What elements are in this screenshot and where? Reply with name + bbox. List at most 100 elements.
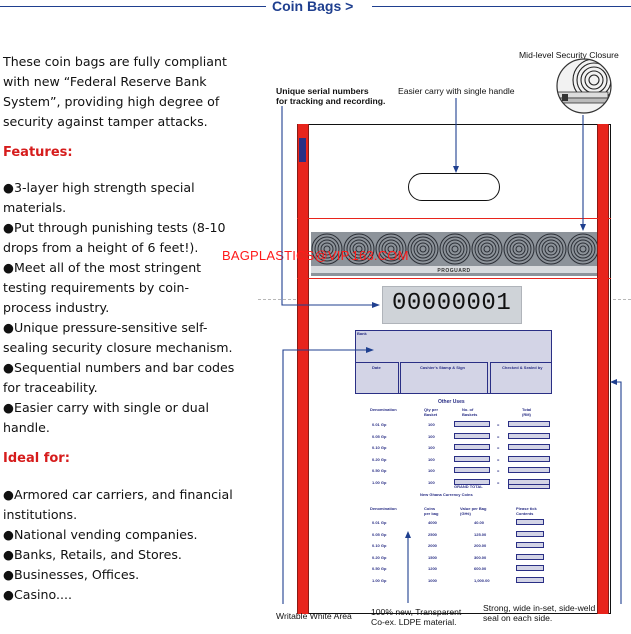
page-title[interactable]: Coin Bags > <box>272 0 354 14</box>
coin-row-tick-cell <box>516 576 544 583</box>
feature-line: for traceability. <box>3 380 98 395</box>
strip-brand-text: PROGUARD <box>437 268 470 274</box>
coin-row-denom: 0.10 Gp <box>372 543 387 548</box>
swirl-ring <box>381 239 401 259</box>
coin-row-denom: 0.50 Gp <box>372 566 387 571</box>
callout-weld-line1: Strong, wide in-set, side-weld <box>483 603 596 613</box>
other-row-denom: 0.20 Gp <box>372 456 387 462</box>
feature-line: process industry. <box>3 300 110 315</box>
feature-line: ●Sequential numbers and bar codes <box>3 360 235 375</box>
coin-row-value: 200.00 <box>474 543 487 548</box>
intro-line: with new “Federal Reserve Bank <box>3 74 207 89</box>
other-row-equals: = <box>497 422 500 427</box>
writable-leader-line <box>282 349 370 604</box>
other-row-qty: 100 <box>428 445 435 450</box>
coin-row-coins: 1200 <box>428 566 437 571</box>
closure-bottom-line <box>297 278 611 279</box>
swirl-ring <box>506 236 532 262</box>
swirl-ring <box>547 245 555 253</box>
other-row-total-cell <box>508 421 550 427</box>
swirl-ring <box>535 233 567 265</box>
weld-arrow-head <box>610 379 617 385</box>
closure-arrow-head <box>580 224 586 231</box>
bank-label: Bank <box>357 331 367 336</box>
coin-row-coins: 2000 <box>428 543 437 548</box>
other-row-denom: 1.00 Gp <box>372 479 387 485</box>
serial-number: 00000001 <box>392 290 512 317</box>
swirl-ring <box>320 242 334 256</box>
ideal-line: ●Businesses, Offices. <box>3 567 140 582</box>
swirl-ring <box>384 242 398 256</box>
intro-line: security against tamper attacks. <box>3 114 208 129</box>
other-row-baskets-cell <box>454 444 490 450</box>
coin-header-value: Value per Bag (GH¢) <box>460 506 487 516</box>
left-weld-seal-stripe <box>297 124 309 614</box>
feature-line: materials. <box>3 200 67 215</box>
header-rule-left <box>0 6 266 7</box>
serial-number-box <box>382 286 522 324</box>
other-row-qty: 100 <box>428 433 435 439</box>
other-row-denom: 0.01 Gp <box>372 422 387 427</box>
ideal-line: ●Casino.... <box>3 587 73 602</box>
other-row-baskets-cell <box>454 467 490 473</box>
swirl-ring <box>375 233 407 265</box>
swirl-ring <box>474 236 500 262</box>
swirl-ring <box>567 233 597 265</box>
writable-arrow-head <box>366 347 374 353</box>
coin-row-denom: 0.05 Gp <box>372 531 387 537</box>
other-row-denom: 0.50 Gp <box>372 468 387 473</box>
swirl-ring <box>323 245 331 253</box>
feature-line: testing requirements by coin- <box>3 280 190 295</box>
other-row-total-cell <box>508 467 550 473</box>
callout-serial-line2: for tracking and recording. <box>276 96 386 106</box>
checked-label: Checked & Sealed by <box>502 365 543 370</box>
other-header-denom: Denomination <box>370 407 397 412</box>
header-rule-right <box>372 6 631 7</box>
coin-row-value: 600.00 <box>474 566 487 571</box>
other-header-baskets: No. of Baskets <box>462 407 478 417</box>
coin-header-tick: Please tick Contents <box>516 506 537 516</box>
coin-row-coins: 2500 <box>428 531 437 537</box>
swirl-ring <box>355 245 363 253</box>
swirl-ring <box>515 245 523 253</box>
callout-transparent-line1: 100% new, Transparent <box>371 607 462 617</box>
feature-line: sealing security closure mechanism. <box>3 340 233 355</box>
swirl-ring <box>576 242 590 256</box>
other-row-equals: = <box>497 445 500 450</box>
swirl-ring <box>512 242 526 256</box>
bag-handle-cutout <box>408 173 500 201</box>
date-label: Date <box>372 365 381 370</box>
coin-row-denom: 1.00 Gp <box>372 577 387 583</box>
other-row-total-cell <box>508 444 550 450</box>
cashier-label: Cashier's Stamp & Sign <box>420 365 465 370</box>
swirl-ring <box>573 239 593 259</box>
swirl-ring <box>448 242 462 256</box>
feature-line: ●Put through punishing tests (8-10 <box>3 220 226 235</box>
watermark-email: BAGPLASTICS@VIP.163.COM <box>222 248 409 263</box>
ideal-for-heading: Ideal for: <box>3 451 70 466</box>
features-list: ●3-layer high strength special materials… <box>3 178 253 438</box>
coin-row-tick-cell <box>516 530 544 537</box>
other-row-total-cell <box>508 432 550 439</box>
swirl-ring <box>314 236 340 262</box>
swirl-ring <box>419 245 427 253</box>
feature-line: ●Easier carry with single or dual <box>3 400 209 415</box>
other-row-equals: = <box>497 456 500 462</box>
other-row-denom: 0.05 Gp <box>372 433 387 439</box>
swirl-ring <box>317 239 337 259</box>
feature-line: handle. <box>3 420 50 435</box>
swirl-ring <box>378 236 404 262</box>
swirl-ring <box>343 233 375 265</box>
other-row-baskets-cell <box>454 478 490 485</box>
security-closure-strip: PROGUARD <box>311 232 597 276</box>
ideal-line: ●Banks, Retails, and Stores. <box>3 547 182 562</box>
swirl-ring <box>477 239 497 259</box>
swirl-ring <box>541 239 561 259</box>
callout-mid-level-closure: Mid-level Security Closure <box>519 50 619 60</box>
coin-row-coins: 1000 <box>428 577 437 583</box>
swirl-ring <box>352 242 366 256</box>
checked-sealed-field <box>490 362 552 394</box>
closure-top-line <box>297 218 611 219</box>
swirl-ring <box>509 239 529 259</box>
